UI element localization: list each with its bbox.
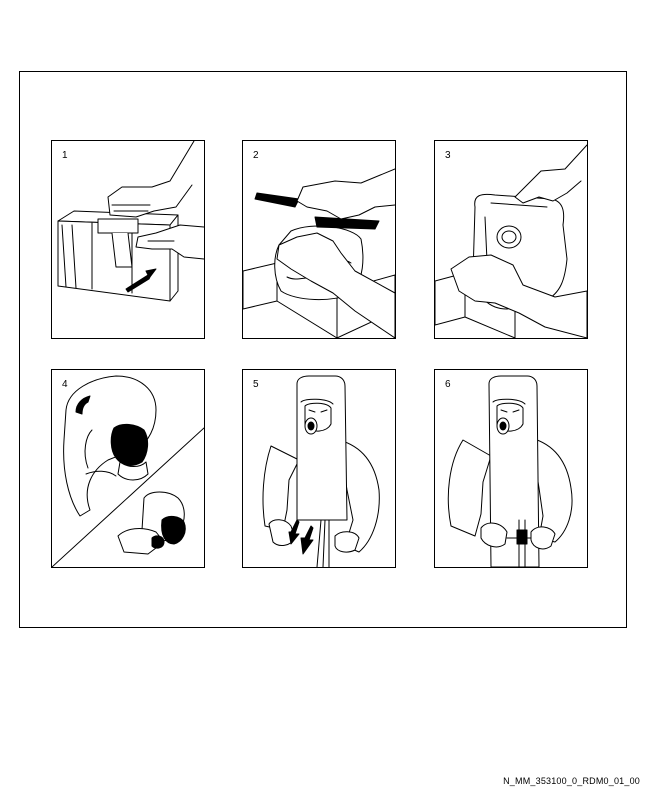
step-panel-5: 5 bbox=[242, 369, 396, 568]
step-3-illustration bbox=[435, 141, 587, 338]
step-number: 4 bbox=[62, 380, 68, 390]
step-panel-2: 2 bbox=[242, 140, 396, 339]
step-4-illustration bbox=[52, 370, 204, 567]
step-number: 5 bbox=[253, 380, 259, 390]
document-reference-code: N_MM_353100_0_RDM0_01_00 bbox=[503, 776, 640, 786]
step-number: 3 bbox=[445, 151, 451, 161]
step-number: 2 bbox=[253, 151, 259, 161]
step-panel-3: 3 bbox=[434, 140, 588, 339]
step-1-illustration bbox=[52, 141, 204, 338]
step-6-illustration bbox=[435, 370, 587, 567]
step-panel-6: 6 bbox=[434, 369, 588, 568]
step-5-illustration bbox=[243, 370, 395, 567]
step-2-illustration bbox=[243, 141, 395, 338]
step-number: 1 bbox=[62, 151, 68, 161]
step-panel-4: 4 bbox=[51, 369, 205, 568]
step-panel-1: 1 bbox=[51, 140, 205, 339]
step-number: 6 bbox=[445, 380, 451, 390]
